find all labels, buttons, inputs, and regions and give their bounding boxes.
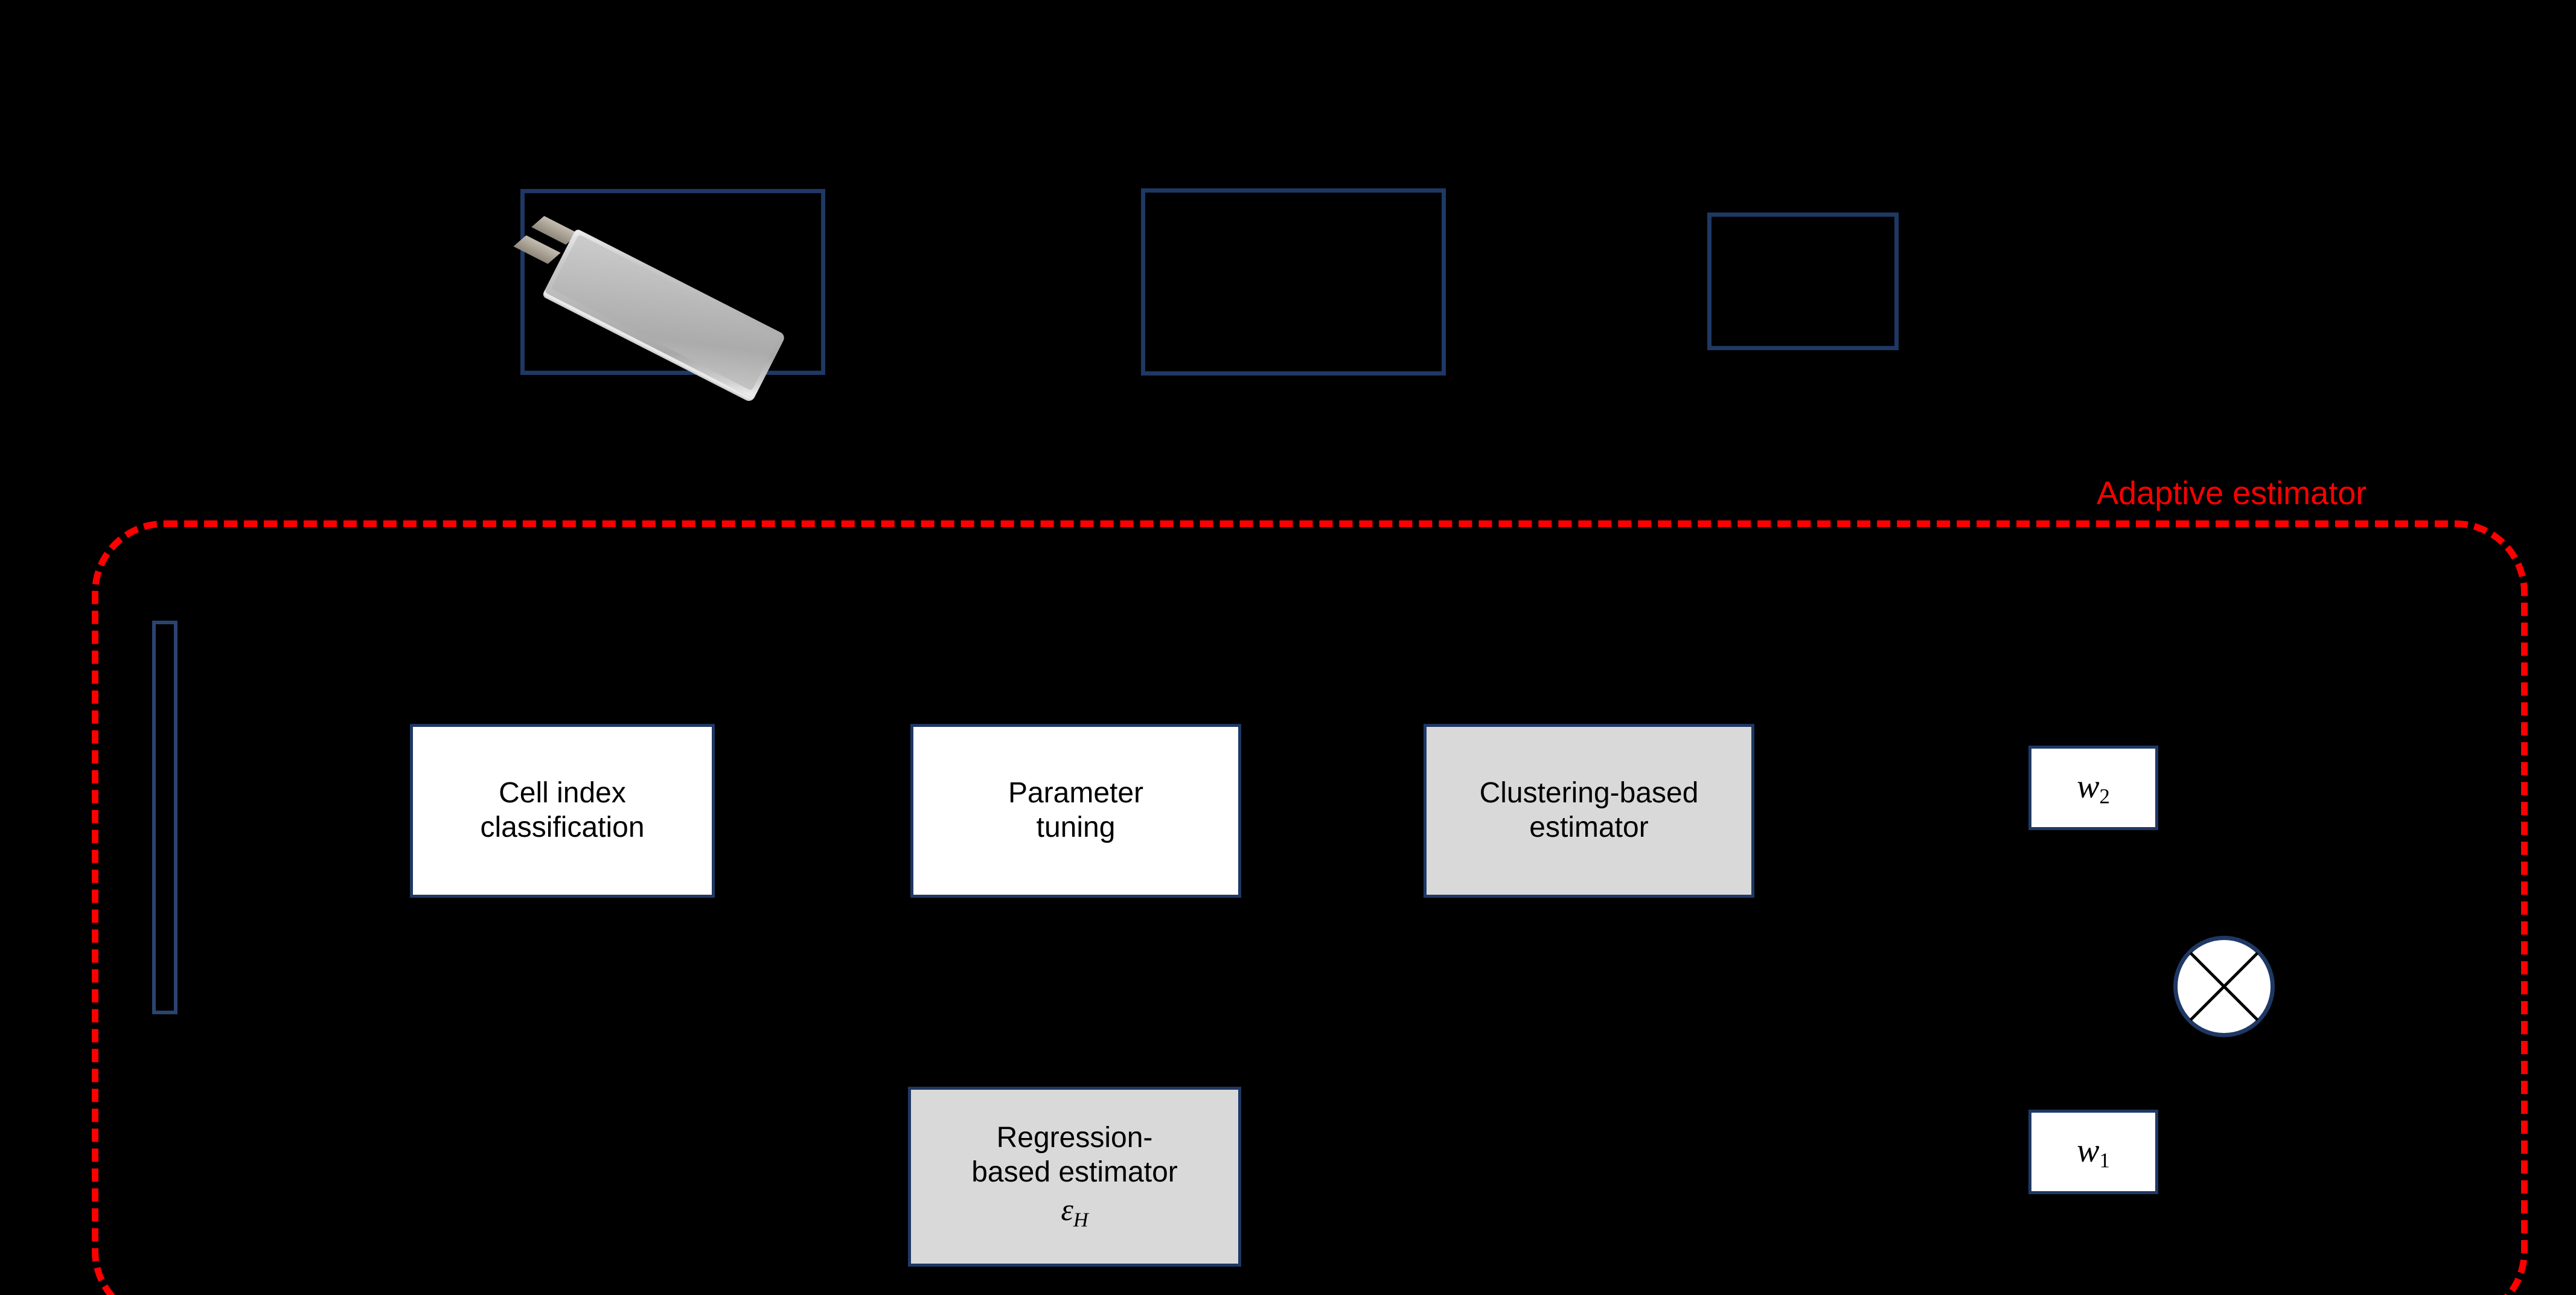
- weight-w2-symbol: w2: [2077, 767, 2110, 809]
- weight-w1-box[interactable]: w1: [2028, 1110, 2158, 1194]
- epsilon-base: ε: [1061, 1193, 1073, 1228]
- multiply-icon: [2189, 951, 2259, 1022]
- cell-index-line-2: classification: [480, 811, 645, 843]
- cell-tab-negative-icon: [513, 235, 561, 264]
- weight-w2-subscript: 2: [2099, 784, 2110, 808]
- regression-based-estimator-block[interactable]: Regression- based estimator εH: [908, 1087, 1241, 1267]
- weight-w1-subscript: 1: [2099, 1148, 2110, 1172]
- epsilon-subscript: H: [1073, 1208, 1088, 1232]
- adaptive-estimator-label: Adaptive estimator: [2097, 475, 2367, 511]
- cell-body-icon: [544, 228, 787, 399]
- parameter-tuning-line-1: Parameter: [1008, 777, 1144, 810]
- empty-frame-3: [1707, 213, 1899, 350]
- parameter-tuning-line-2: tuning: [1036, 811, 1116, 843]
- battery-cell-frame: [513, 189, 825, 399]
- weight-w2-base: w: [2077, 767, 2100, 805]
- cell-index-line-1: Cell index: [499, 777, 626, 810]
- adaptive-estimator-region: [92, 520, 2528, 1295]
- clustering-estimator-line-1: Clustering-based: [1479, 777, 1699, 810]
- weight-w2-box[interactable]: w2: [2028, 746, 2158, 830]
- regression-estimator-line-1: Regression-: [996, 1121, 1153, 1154]
- clustering-estimator-line-2: estimator: [1529, 811, 1649, 843]
- weight-w1-base: w: [2077, 1131, 2100, 1169]
- cell-index-classification-block[interactable]: Cell index classification: [410, 724, 715, 898]
- weight-w1-symbol: w1: [2077, 1131, 2110, 1173]
- clustering-based-estimator-block[interactable]: Clustering-based estimator: [1424, 724, 1754, 898]
- epsilon-h-symbol: εH: [971, 1192, 1178, 1232]
- input-signal-bar: [152, 621, 177, 1014]
- pouch-cell-icon: [513, 216, 787, 400]
- regression-estimator-line-2: based estimator: [971, 1156, 1178, 1188]
- parameter-tuning-block[interactable]: Parameter tuning: [910, 724, 1241, 898]
- empty-frame-2: [1141, 188, 1446, 376]
- multiply-operator-node[interactable]: [2173, 936, 2275, 1037]
